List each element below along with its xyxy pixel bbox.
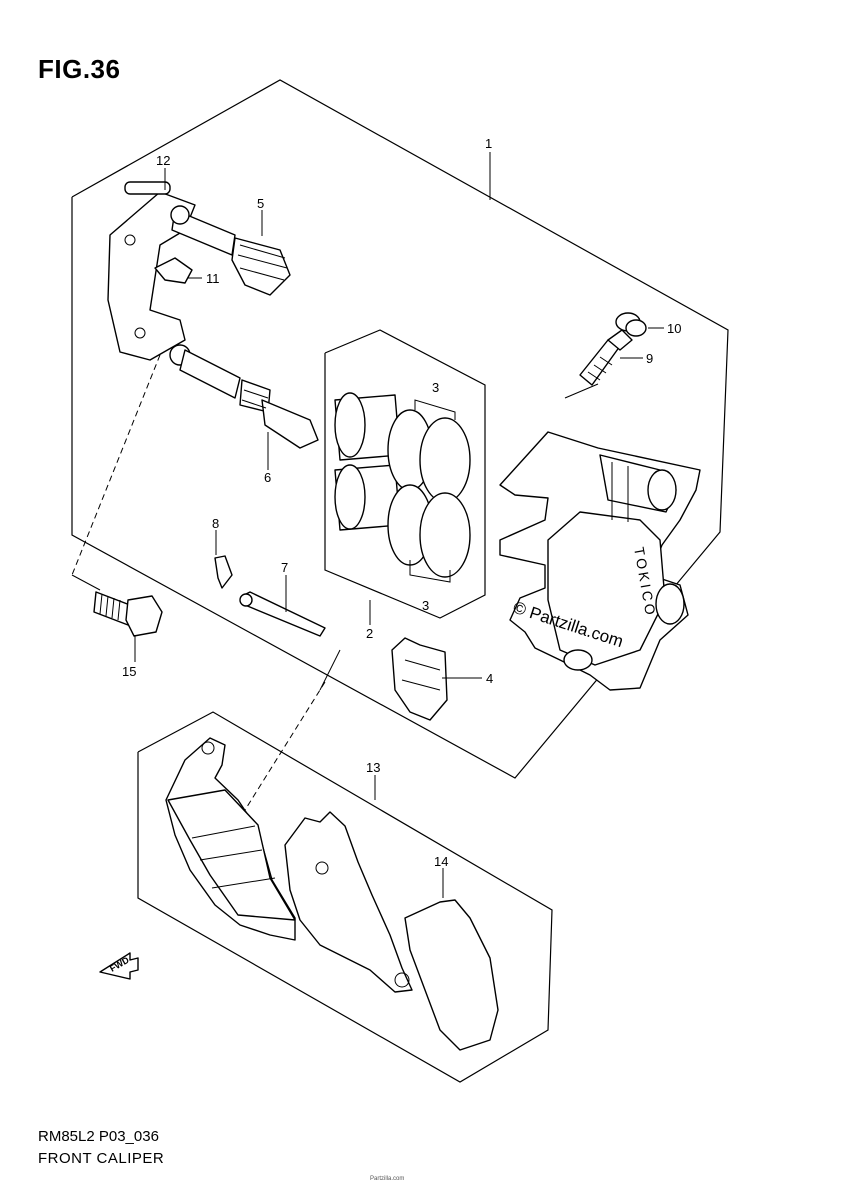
guide-line — [71, 574, 101, 591]
clip-11 — [154, 257, 193, 284]
boot-5 — [170, 205, 291, 296]
callout-5: 5 — [257, 196, 264, 211]
callout-1: 1 — [485, 136, 492, 151]
callout-4: 4 — [486, 671, 493, 686]
callout-14: 14 — [434, 854, 448, 869]
callout-12: 12 — [156, 153, 170, 168]
guide-line — [319, 649, 341, 691]
brake-pad-left — [165, 737, 296, 941]
callout-13: 13 — [366, 760, 380, 775]
pad-pin-7 — [239, 591, 326, 637]
callout-8: 8 — [212, 516, 219, 531]
figure-code: RM85L2 P03_036 — [38, 1128, 159, 1145]
callout-3-top: 3 — [432, 380, 439, 395]
figure-title: FIG.36 — [38, 54, 121, 84]
brake-pad-right — [284, 811, 413, 993]
pad-spring-4 — [391, 637, 448, 721]
callout-15: 15 — [122, 664, 136, 679]
pistons-3 — [334, 392, 471, 583]
callout-9: 9 — [646, 351, 653, 366]
callout-11: 11 — [206, 271, 220, 286]
pad-shim-14 — [404, 899, 499, 1051]
bracket-12 — [107, 181, 196, 361]
fwd-arrow-icon: FWD — [99, 952, 139, 980]
bolt-15 — [93, 591, 163, 637]
callout-6: 6 — [264, 470, 271, 485]
guide-line — [71, 354, 161, 576]
piston-frame-2 — [324, 329, 486, 619]
assembly-frame-13 — [137, 711, 553, 1083]
callout-2: 2 — [366, 626, 373, 641]
cotter-pin-8 — [214, 555, 233, 589]
figure-name: FRONT CALIPER — [38, 1150, 165, 1167]
leader-lines — [134, 152, 664, 898]
callout-3-bottom: 3 — [422, 598, 429, 613]
guide-line — [244, 681, 326, 811]
assembly-frame-1 — [71, 79, 729, 779]
caliper-body: TOKICO — [499, 383, 701, 691]
callout-10: 10 — [667, 321, 681, 336]
bleeder-9 — [579, 329, 633, 386]
fine-print: Partzilla.com — [370, 1176, 405, 1182]
cap-10 — [615, 312, 647, 337]
pin-6 — [169, 344, 319, 449]
callout-7: 7 — [281, 560, 288, 575]
